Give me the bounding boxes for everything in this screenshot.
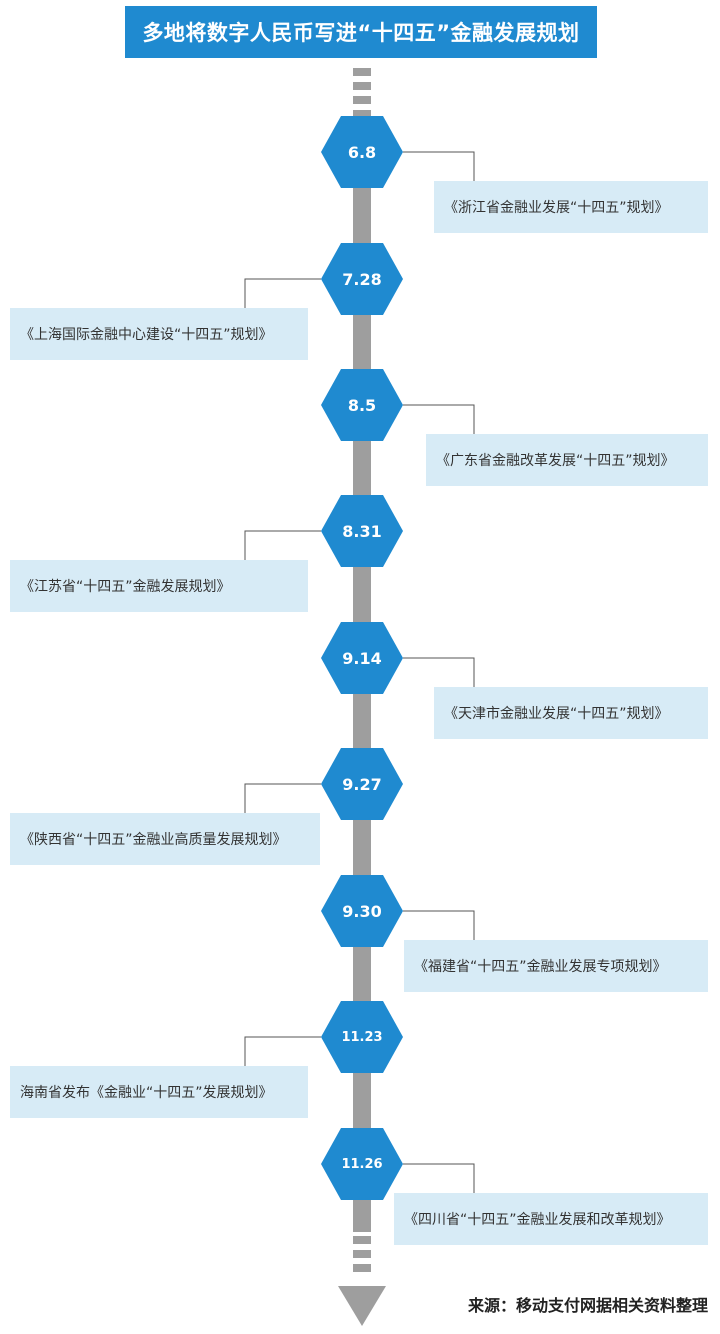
- date-label: 11.26: [341, 1156, 383, 1172]
- plan-label: 《广东省金融改革发展“十四五”规划》: [426, 434, 708, 486]
- connector-line: [403, 910, 475, 940]
- date-label: 8.31: [342, 521, 382, 541]
- connector-line: [244, 530, 321, 560]
- plan-label: 《江苏省“十四五”金融发展规划》: [10, 560, 308, 612]
- page-title: 多地将数字人民币写进“十四五”金融发展规划: [125, 6, 597, 58]
- date-marker: 6.8: [321, 116, 403, 188]
- timeline-top-dashes: [353, 68, 371, 118]
- date-marker: 9.30: [321, 875, 403, 947]
- date-marker: 8.5: [321, 369, 403, 441]
- date-marker: 11.23: [321, 1001, 403, 1073]
- timeline-bottom-dashes: [353, 1236, 371, 1272]
- hexagon-icon: [321, 875, 403, 947]
- date-marker: 9.14: [321, 622, 403, 694]
- connector-line: [244, 278, 321, 308]
- plan-label: 《四川省“十四五”金融业发展和改革规划》: [394, 1193, 708, 1245]
- connector-line: [244, 1036, 321, 1066]
- connector-lines: [244, 151, 475, 1193]
- hexagon-icon: [321, 748, 403, 820]
- plan-label: 《天津市金融业发展“十四五”规划》: [434, 687, 708, 739]
- plan-label: 《上海国际金融中心建设“十四五”规划》: [10, 308, 308, 360]
- connector-line: [403, 1163, 475, 1193]
- hexagon-icon: [321, 116, 403, 188]
- plan-label: 《福建省“十四五”金融业发展专项规划》: [404, 940, 708, 992]
- date-marker: 8.31: [321, 495, 403, 567]
- plan-label: 海南省发布《金融业“十四五”发展规划》: [10, 1066, 308, 1118]
- connector-line: [244, 783, 321, 813]
- date-marker: 11.26: [321, 1128, 403, 1200]
- date-label: 9.14: [342, 648, 382, 668]
- date-label: 6.8: [347, 142, 377, 162]
- connector-line: [403, 404, 475, 434]
- date-label: 11.23: [341, 1029, 383, 1045]
- hexagon-icon: [321, 495, 403, 567]
- date-label: 9.30: [342, 901, 382, 921]
- source-note: 来源：移动支付网据相关资料整理: [467, 1296, 708, 1315]
- connector-line: [403, 151, 475, 181]
- hexagon-icon: [321, 1128, 403, 1200]
- hexagon-icon: [321, 369, 403, 441]
- connector-line: [403, 657, 475, 687]
- hexagon-icon: [321, 1001, 403, 1073]
- hexagon-icon: [321, 243, 403, 315]
- hexagon-icon: [321, 622, 403, 694]
- date-label: 7.28: [342, 269, 382, 289]
- timeline-arrow-head: [338, 1286, 386, 1326]
- plan-label: 《陕西省“十四五”金融业高质量发展规划》: [10, 813, 320, 865]
- plan-label: 《浙江省金融业发展“十四五”规划》: [434, 181, 708, 233]
- date-marker: 9.27: [321, 748, 403, 820]
- date-marker: 7.28: [321, 243, 403, 315]
- date-label: 8.5: [347, 395, 377, 415]
- date-label: 9.27: [342, 774, 382, 794]
